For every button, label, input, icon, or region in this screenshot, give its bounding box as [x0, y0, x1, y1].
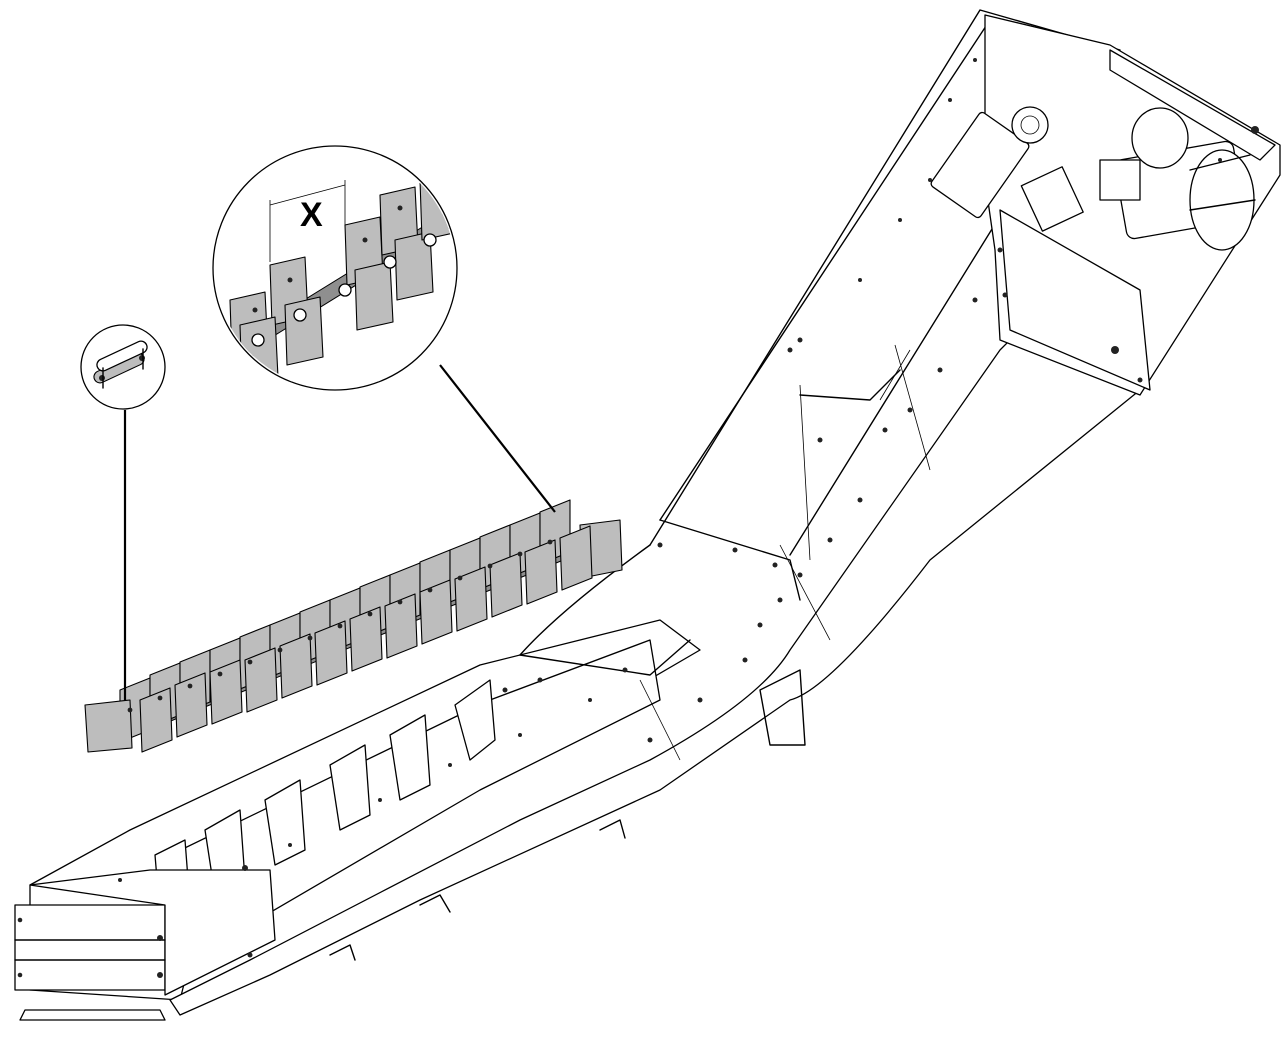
end-box — [14, 904, 166, 991]
end-box-top — [29, 869, 276, 996]
scraper-row-front — [84, 525, 593, 753]
conveyor-frame — [14, 9, 1281, 1021]
pitch-dimension: X — [269, 180, 346, 262]
front-side-wall — [169, 329, 1141, 1016]
sprocket-hub — [1011, 106, 1049, 144]
cross-brace-2 — [659, 519, 801, 601]
chain-link-icon — [93, 340, 148, 389]
pitch-leader-line — [439, 364, 556, 513]
terminal-box — [1099, 159, 1141, 201]
coupling — [1020, 166, 1084, 232]
pitch-detail: X — [212, 145, 556, 513]
head-top-plate — [1109, 49, 1276, 161]
motor-end-cap — [1189, 149, 1255, 251]
scraper-chain — [84, 499, 623, 753]
curve-top-edge — [519, 544, 651, 656]
frame-bolts — [17, 58, 1259, 978]
drive-motor — [1020, 107, 1256, 251]
incline-inner-rail — [789, 199, 1011, 556]
bearing-housing — [930, 111, 1030, 219]
pitch-detail-zoom — [215, 171, 455, 386]
chain-link-detail — [80, 324, 166, 700]
trough-gussets — [154, 679, 496, 916]
base-foot — [19, 1009, 166, 1021]
chain-pins — [127, 539, 553, 713]
cross-brace-3 — [519, 639, 691, 676]
incline-rail — [659, 19, 991, 521]
pitch-label: X — [300, 196, 323, 234]
cross-brace-1 — [799, 369, 901, 401]
gearbox — [1131, 107, 1189, 169]
head-lower-plate — [999, 209, 1151, 391]
